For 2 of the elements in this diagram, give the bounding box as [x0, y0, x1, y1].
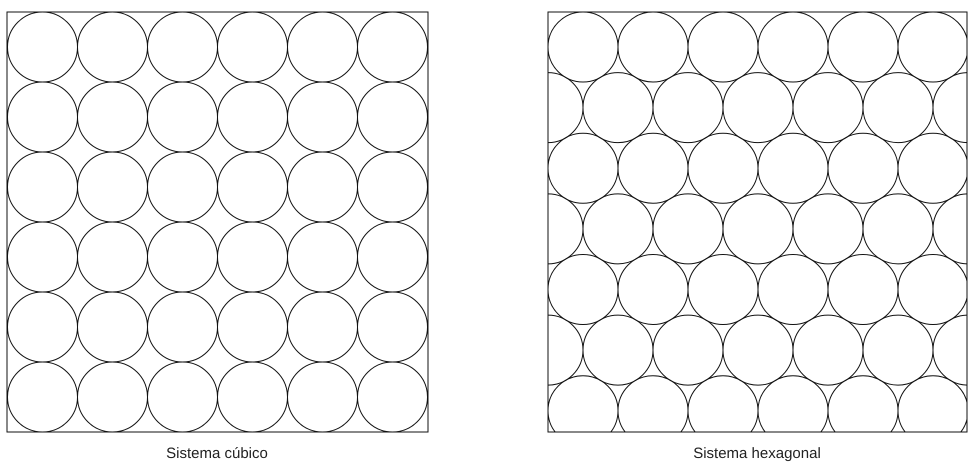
figure-caption: Sistema hexagonal — [693, 445, 821, 462]
figure-caption: Sistema cúbico — [166, 445, 268, 462]
